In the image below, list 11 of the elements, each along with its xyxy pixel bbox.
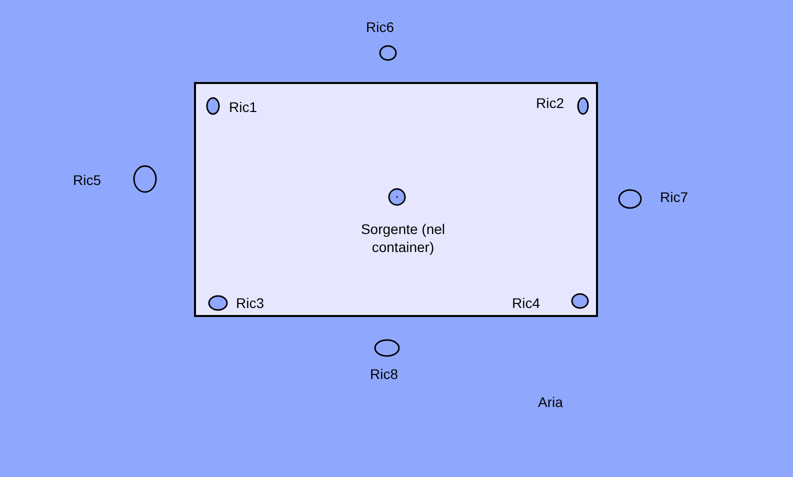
receiver-label: Ric1 bbox=[229, 98, 258, 116]
receiver-label: Ric7 bbox=[660, 188, 688, 206]
source-label: Sorgente (nel container) bbox=[360, 220, 446, 256]
container-box bbox=[194, 82, 598, 317]
receiver-label: Ric8 bbox=[370, 365, 398, 383]
receiver-label: Ric6 bbox=[366, 18, 394, 36]
receiver-label: Ric3 bbox=[236, 294, 264, 312]
receiver-label: Ric4 bbox=[512, 294, 540, 312]
medium-label: Aria bbox=[538, 393, 563, 411]
receiver-label: Ric2 bbox=[536, 94, 564, 112]
receiver-label: Ric5 bbox=[73, 171, 102, 189]
